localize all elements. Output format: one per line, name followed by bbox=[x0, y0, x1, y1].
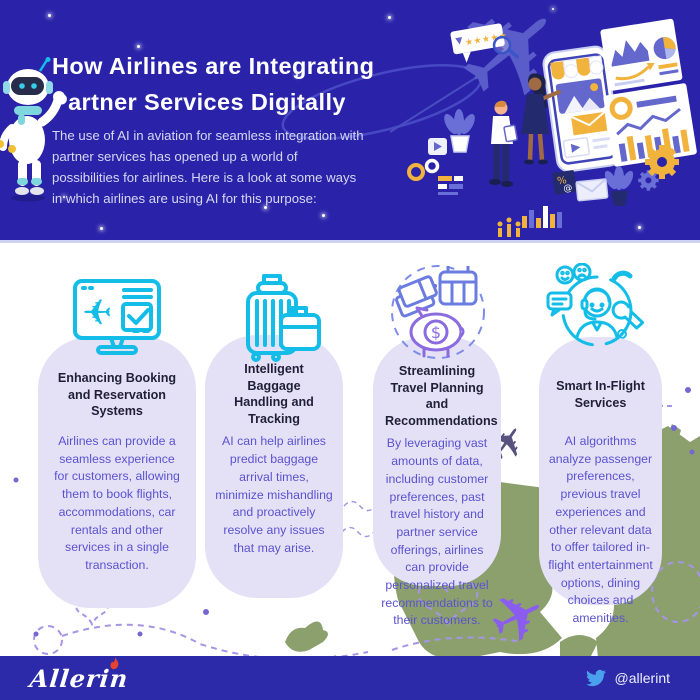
footer-bar: Allerin @allerint bbox=[0, 656, 700, 700]
card-title: Streamlining Travel Planning and Recomme… bbox=[385, 364, 498, 428]
twitter-bird-icon[interactable] bbox=[585, 668, 606, 688]
percent-cube-icon: % @ bbox=[552, 170, 577, 195]
svg-text:@: @ bbox=[563, 183, 573, 194]
svg-text:$: $ bbox=[431, 323, 441, 342]
speaker-box-icon bbox=[428, 138, 447, 155]
speech-bubble-icon bbox=[546, 291, 573, 317]
contrail-line bbox=[390, 69, 489, 133]
phone-handset-icon bbox=[611, 270, 633, 282]
man-figure bbox=[489, 100, 518, 187]
star-dot bbox=[264, 206, 267, 209]
card-travel-planning: Streamlining Travel Planning and Recomme… bbox=[373, 337, 501, 627]
card-body: AI can help airlines predict baggage arr… bbox=[215, 434, 333, 555]
card-inflight: Smart In-Flight Services AI algorithms a… bbox=[539, 337, 662, 625]
robot-mascot-icon bbox=[0, 57, 65, 202]
bar-chart-board-icon bbox=[600, 18, 683, 91]
twitter-handle-group[interactable]: @allerint bbox=[585, 668, 670, 688]
star-dot bbox=[48, 14, 51, 17]
twitter-handle[interactable]: @allerint bbox=[614, 670, 670, 686]
card-title: Intelligent Baggage Handling and Trackin… bbox=[234, 362, 314, 426]
card-baggage: Intelligent Baggage Handling and Trackin… bbox=[205, 335, 343, 598]
page-subtitle: The use of AI in aviation for seamless i… bbox=[52, 128, 364, 206]
woman-figure bbox=[521, 73, 561, 165]
card-booking: Enhancing Booking and Reservation System… bbox=[38, 337, 196, 608]
orbit-swoosh bbox=[281, 64, 483, 140]
card-body: AI algorithms analyze passenger preferen… bbox=[548, 434, 653, 626]
hero-header: ✈ ★★★★★ bbox=[0, 0, 700, 243]
star-dot bbox=[552, 8, 554, 10]
data-doodads: % @ bbox=[407, 158, 609, 237]
mobile-storefront-icon bbox=[542, 45, 622, 173]
booking-monitor-icon: ✈ bbox=[73, 279, 161, 355]
awning bbox=[550, 55, 604, 80]
star-dot bbox=[322, 214, 325, 217]
line-chart-board-icon bbox=[603, 83, 697, 167]
baggage-icon bbox=[246, 274, 321, 362]
dashed-heart-icon bbox=[417, 580, 479, 626]
flame-icon bbox=[110, 656, 119, 669]
wrench-icon bbox=[611, 300, 645, 330]
page-title-line1: How Airlines are Integrating bbox=[52, 53, 375, 79]
star-dot bbox=[63, 196, 65, 198]
travel-planning-piggybank-icon: $ bbox=[391, 265, 485, 359]
analytics-illustration: ✈ ★★★★★ bbox=[390, 0, 697, 237]
dashed-heart-icon bbox=[75, 599, 109, 627]
card-title: Enhancing Booking and Reservation System… bbox=[57, 371, 177, 419]
card-title: Smart In-Flight Services bbox=[556, 379, 645, 410]
brand-logo: Allerin bbox=[28, 656, 130, 693]
star-dot bbox=[296, 74, 298, 76]
star-dot bbox=[388, 16, 391, 19]
page-title: How Airlines are Integrating Partner Ser… bbox=[52, 48, 374, 120]
inflight-attendant-icon bbox=[546, 263, 645, 347]
star-dot bbox=[137, 45, 140, 48]
plant-icon bbox=[604, 166, 634, 206]
plant-icon bbox=[444, 109, 475, 153]
card-body: By leveraging vast amounts of data, incl… bbox=[381, 436, 493, 628]
gear-icon bbox=[645, 145, 679, 179]
card-body: Airlines can provide a seamless experien… bbox=[54, 434, 180, 572]
svg-text:%: % bbox=[557, 175, 568, 187]
star-dot bbox=[638, 226, 641, 229]
svg-text:✈: ✈ bbox=[82, 293, 112, 334]
magnifier-icon bbox=[492, 35, 512, 55]
rating-card-icon: ★★★★★ bbox=[450, 23, 520, 63]
play-icon bbox=[570, 143, 581, 153]
page-title-line2: Partner Services Digitally bbox=[52, 89, 346, 115]
star-dot bbox=[100, 227, 103, 230]
donut-icon bbox=[609, 96, 633, 120]
smiley-icons bbox=[555, 263, 592, 285]
envelope-icon bbox=[575, 178, 609, 202]
gear-icon bbox=[638, 170, 659, 191]
